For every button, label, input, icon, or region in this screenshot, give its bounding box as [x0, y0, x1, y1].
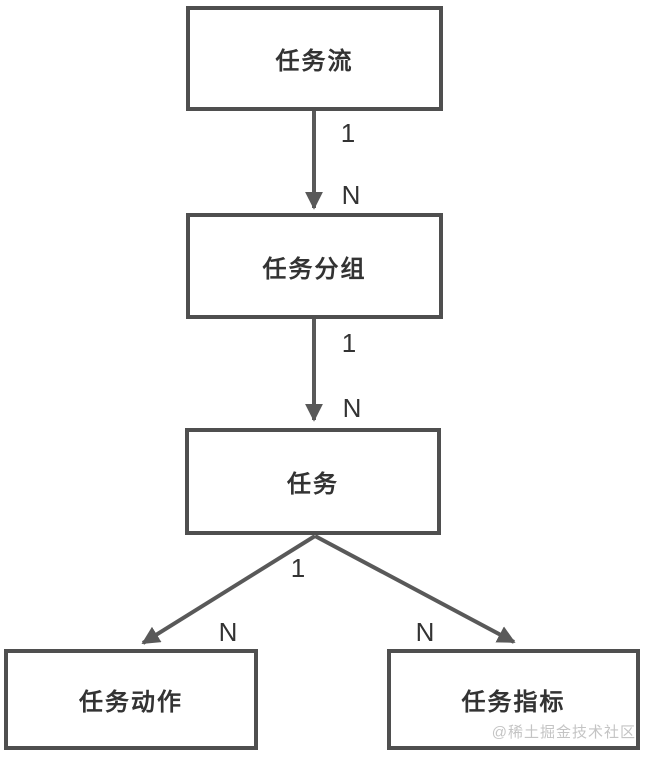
node-task-action: 任务动作 — [4, 649, 258, 750]
node-task-group-label: 任务分组 — [262, 255, 367, 283]
cardinality-label-one: 1 — [290, 553, 306, 583]
cardinality-label-many: N — [415, 617, 435, 647]
cardinality-label-many: N — [342, 393, 362, 423]
cardinality-label-many: N — [341, 180, 361, 210]
node-task: 任务 — [185, 428, 441, 535]
edge-task-taskaction — [141, 534, 317, 645]
node-task-action-label: 任务动作 — [79, 689, 183, 716]
node-task-metric-label: 任务指标 — [461, 689, 566, 716]
node-task-label: 任务 — [287, 471, 339, 498]
watermark-text: @稀土掘金技术社区 — [491, 724, 636, 741]
node-task-group: 任务分组 — [186, 213, 443, 319]
cardinality-label-many: N — [218, 617, 238, 647]
cardinality-label-one: 1 — [341, 328, 357, 358]
node-task-flow: 任务流 — [186, 6, 443, 111]
node-task-flow-label: 任务流 — [275, 48, 354, 75]
cardinality-label-one: 1 — [340, 118, 356, 148]
node-task-metric: 任务指标 — [387, 649, 640, 750]
edge-task-taskmetric — [314, 534, 516, 644]
